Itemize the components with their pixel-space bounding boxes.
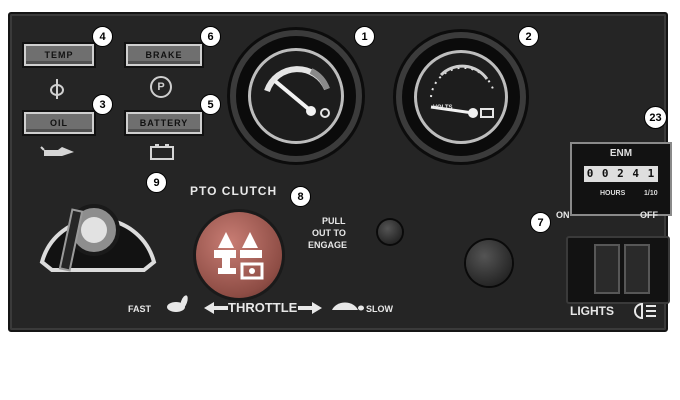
voltmeter-label: VOLTS: [433, 105, 453, 111]
oil-warning-lamp: OIL: [24, 112, 94, 134]
lights-rocker-on[interactable]: [594, 244, 620, 294]
battery-icon: [150, 144, 174, 160]
parking-brake-icon: P: [150, 76, 172, 98]
voltmeter-gauge-face: VOLTS: [414, 50, 508, 144]
callout-5: 5: [200, 94, 221, 115]
panel-knob-small[interactable]: [378, 220, 402, 244]
throttle-slow-label: SLOW: [366, 304, 393, 314]
temperature-gauge-dial: [264, 66, 330, 118]
panel-knob-large[interactable]: [466, 240, 512, 286]
throttle-right-arrow-icon: [298, 302, 322, 314]
pto-clutch-knob[interactable]: [196, 212, 282, 298]
voltmeter-gauge: VOLTS: [402, 38, 520, 156]
pto-clutch-label: PTO CLUTCH: [190, 184, 278, 198]
callout-6: 6: [200, 26, 221, 47]
callout-8: 8: [290, 186, 311, 207]
throttle-fast-label: FAST: [128, 304, 152, 314]
oil-can-icon: [40, 146, 74, 156]
throttle-label: THROTTLE: [228, 300, 298, 315]
callout-3: 3: [92, 94, 113, 115]
throttle-left-arrow-icon: [204, 302, 228, 314]
rabbit-icon: [167, 295, 188, 312]
hour-meter-brand: ENM: [609, 148, 633, 159]
temperature-icon: [50, 79, 64, 99]
pto-instruction-line-3: ENGAGE: [308, 240, 348, 250]
voltmeter-dial: [430, 64, 494, 118]
lights-off-label: OFF: [640, 210, 658, 220]
brake-warning-lamp: BRAKE: [126, 44, 202, 66]
pto-engage-icon: [214, 232, 264, 280]
callout-23: 23: [644, 106, 667, 129]
instrument-panel: TEMP BRAKE OIL BATTERY P: [8, 12, 672, 332]
lights-switch[interactable]: [566, 236, 670, 304]
hour-meter-fraction: 1/10: [644, 190, 658, 197]
lights-rocker-off[interactable]: [624, 244, 650, 294]
ignition-key-switch[interactable]: [36, 184, 160, 276]
temp-warning-lamp: TEMP: [24, 44, 94, 66]
pto-instruction-line-2: OUT TO: [312, 228, 346, 238]
turtle-icon: [332, 302, 364, 311]
temperature-gauge: [236, 36, 356, 156]
callout-9: 9: [146, 172, 167, 193]
hour-meter-reading: 0 0 2 4 1: [584, 166, 658, 182]
temperature-gauge-face: [248, 48, 344, 144]
hour-meter-units: HOURS: [600, 190, 626, 197]
pto-instruction-line-1: PULL: [322, 216, 346, 226]
ignition-housing: [39, 204, 157, 272]
hour-meter: ENM 0 0 2 4 1 HOURS 1/10: [570, 142, 672, 216]
callout-7: 7: [530, 212, 551, 233]
lights-on-label: ON: [556, 210, 570, 220]
callout-4: 4: [92, 26, 113, 47]
battery-warning-lamp: BATTERY: [126, 112, 202, 134]
callout-1: 1: [354, 26, 375, 47]
callout-2: 2: [518, 26, 539, 47]
headlight-icon: [634, 302, 656, 320]
lights-label: LIGHTS: [570, 304, 614, 318]
